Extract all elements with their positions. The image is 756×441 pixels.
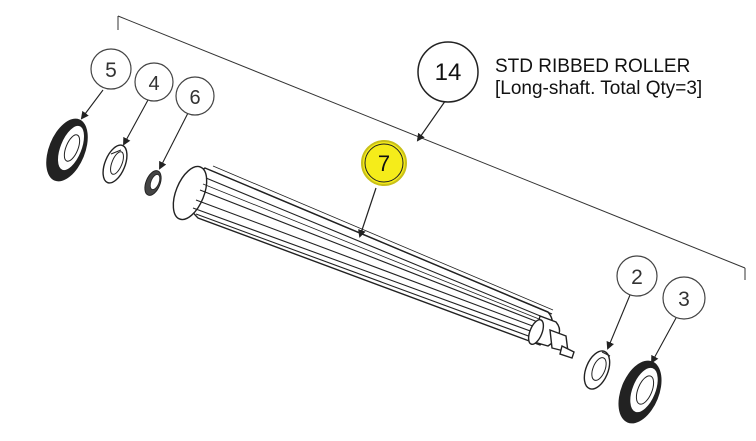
callout-7-label: 7 <box>378 151 390 176</box>
callout-2-label: 2 <box>631 266 643 289</box>
right-ring <box>583 350 611 390</box>
callout-2: 2 <box>606 255 658 350</box>
callout-14: 14 <box>416 41 479 142</box>
callout-7: 7 <box>358 140 407 238</box>
callout-4: 4 <box>123 62 174 146</box>
assembly-title-line-1: STD RIBBED ROLLER <box>495 56 691 77</box>
callout-5-label: 5 <box>105 59 117 82</box>
left-bearing <box>144 170 162 196</box>
callout-6-label: 6 <box>189 87 200 109</box>
callout-5: 5 <box>80 48 132 120</box>
assembly-bracket <box>117 15 746 280</box>
left-seal <box>46 118 88 182</box>
right-seal <box>618 360 662 424</box>
ribbed-roller <box>172 165 575 359</box>
left-ring <box>102 144 128 184</box>
assembly-title-line-2: [Long-shaft. Total Qty=3] <box>495 78 703 99</box>
callout-4-label: 4 <box>148 73 159 95</box>
callout-3: 3 <box>651 276 706 364</box>
callout-6: 6 <box>159 76 215 170</box>
callout-3-label: 3 <box>678 288 690 311</box>
assembly-title: STD RIBBED ROLLER [Long-shaft. Total Qty… <box>495 56 702 100</box>
callout-14-label: 14 <box>435 59 462 86</box>
